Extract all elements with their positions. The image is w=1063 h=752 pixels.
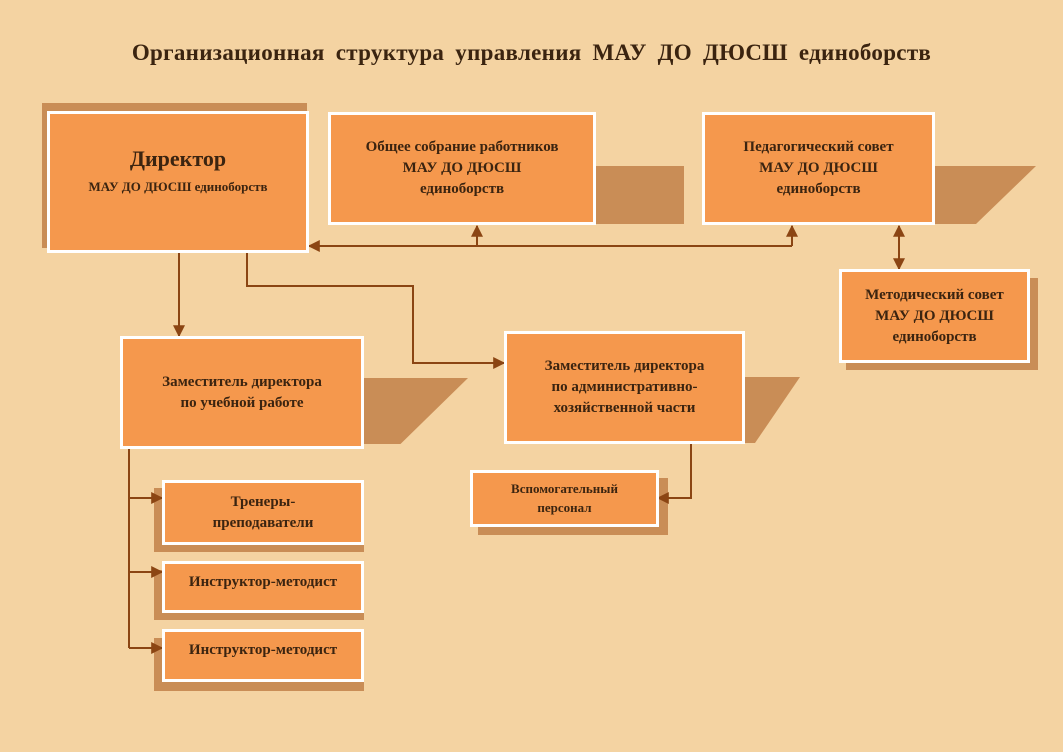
- deputy-admin-line2: по административно-: [551, 379, 698, 395]
- support-staff-box: Вспомогательный персонал: [470, 470, 659, 527]
- method-council-box: Методический совет МАУ ДО ДЮСШ единоборс…: [839, 269, 1030, 363]
- support-staff-line1: Вспомогательный: [511, 481, 618, 497]
- instructor-2-box: Инструктор-методист: [162, 629, 364, 682]
- director-subtitle: МАУ ДО ДЮСШ единоборств: [88, 179, 268, 195]
- page-title: Организационная структура управления МАУ…: [131, 40, 932, 65]
- support-staff-line2: персонал: [537, 499, 592, 515]
- deputy-admin-line3: хозяйственной части: [553, 400, 696, 416]
- deputy-edu-line1: Заместитель директора: [162, 373, 322, 390]
- instructor-1-box: Инструктор-методист: [162, 561, 364, 613]
- deputy-admin-to-support-arrow: [656, 442, 692, 504]
- method-council-line1: Методический совет: [865, 286, 1004, 303]
- deputy-edu-box: Заместитель директора по учебной работе: [120, 336, 364, 449]
- general-meeting-line3: единоборств: [419, 181, 505, 197]
- ped-council-line1: Педагогический совет: [743, 139, 894, 155]
- ped-council-line3: единоборств: [776, 181, 861, 197]
- instructor-1-line1: Инструктор-методист: [188, 574, 338, 590]
- deputy-edu-line2: по учебной работе: [180, 394, 304, 411]
- coaches-line2: преподаватели: [212, 514, 314, 531]
- coaches-box: Тренеры- преподаватели: [162, 480, 364, 545]
- general-meeting-line1: Общее собрание работников: [365, 139, 559, 155]
- method-council-line2: МАУ ДО ДЮСШ: [875, 307, 994, 324]
- director-to-deputy-admin-arrow: [246, 250, 506, 369]
- director-title: Директор: [129, 146, 227, 171]
- deputy-admin-box: Заместитель директора по административно…: [504, 331, 745, 444]
- general-meeting-line2: МАУ ДО ДЮСШ: [402, 160, 522, 176]
- coaches-line1: Тренеры-: [230, 493, 296, 510]
- ped-council-box: Педагогический совет МАУ ДО ДЮСШ единобо…: [702, 112, 935, 225]
- method-council-line3: единоборств: [892, 328, 977, 345]
- instructor-2-line1: Инструктор-методист: [188, 642, 338, 658]
- ped-council-line2: МАУ ДО ДЮСШ: [759, 160, 878, 176]
- director-box: Директор МАУ ДО ДЮСШ единоборств: [47, 111, 309, 253]
- general-meeting-box: Общее собрание работников МАУ ДО ДЮСШ ед…: [328, 112, 596, 225]
- deputy-admin-line1: Заместитель директора: [544, 358, 705, 374]
